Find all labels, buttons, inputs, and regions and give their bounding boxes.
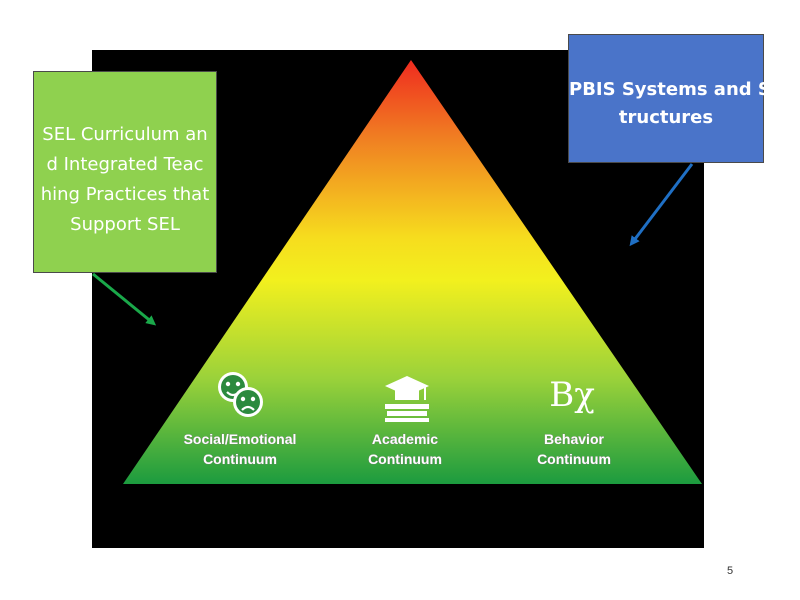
sel-callout-line-4: Support SEL [70,214,180,235]
pbis-callout-line-1: PBIS Systems and S [569,79,771,100]
pbis-callout-box: PBIS Systems and S tructures [568,34,771,163]
continuum-label-academic-line1: Academic [372,431,438,447]
pyramid-triangle [123,60,702,484]
sel-callout-line-1: SEL Curriculum an [42,124,208,145]
theater-masks-icon [218,372,263,417]
page-number: 5 [727,565,734,577]
sel-callout-box: SEL Curriculum an d Integrated Teac hing… [33,71,217,273]
pbis-callout-line-2: tructures [618,107,714,128]
continuum-label-behavior-line1: Behavior [544,431,604,447]
sel-callout-line-3: hing Practices that [40,184,210,205]
continuum-label-social-line2: Continuum [203,451,277,467]
sel-arrow [92,272,157,326]
continuum-label-behavior-line2: Continuum [537,451,611,467]
bx-letters-icon: Bχ [549,375,595,415]
sel-callout-line-2: d Integrated Teac [46,154,204,175]
continuum-label-academic-line2: Continuum [368,451,442,467]
graduation-cap-books-icon [385,376,429,422]
pbis-arrow [629,163,694,247]
continuum-label-social-line1: Social/Emotional [184,431,297,447]
